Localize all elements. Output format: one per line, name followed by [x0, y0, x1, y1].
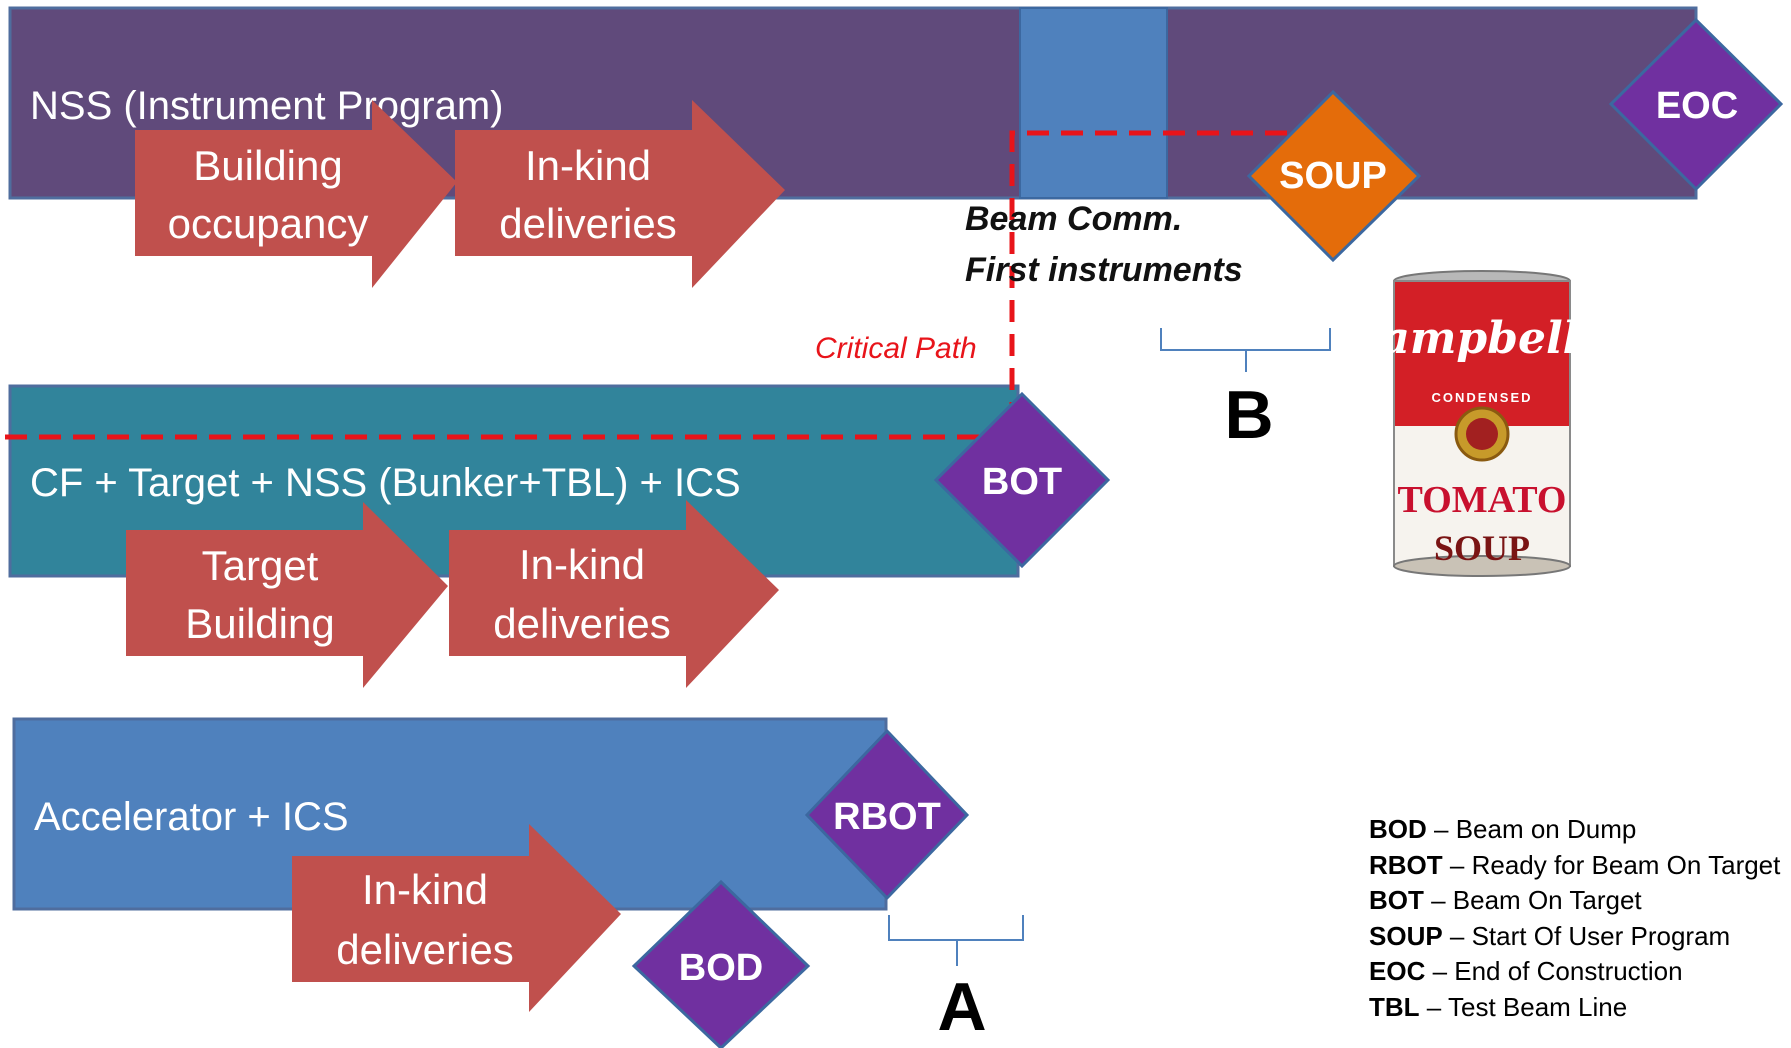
- soup-milestone: SOUP: [1246, 89, 1422, 263]
- brace-b: [1160, 328, 1331, 372]
- arrow-label-line2: deliveries: [336, 926, 513, 973]
- accelerator-bar-label: Accelerator + ICS: [34, 795, 349, 839]
- soup-can-illustration: Campbell's CONDENSED TOMATO SOUP: [1346, 270, 1618, 577]
- legend: BOD – Beam on Dump RBOT – Ready for Beam…: [1369, 812, 1780, 1025]
- rbot-milestone: RBOT: [804, 728, 970, 901]
- legend-abbr: TBL: [1369, 991, 1420, 1022]
- critical-path-label: Critical Path: [815, 332, 977, 365]
- beam-commissioning-block: [1019, 7, 1168, 199]
- first-instruments-note: First instruments: [965, 251, 1243, 289]
- legend-abbr: BOD: [1369, 814, 1427, 844]
- legend-abbr: BOT: [1369, 885, 1424, 915]
- arrow-label-line1: Target: [202, 542, 319, 589]
- nss-inkind-deliveries-arrow: In-kind deliveries: [455, 100, 785, 288]
- legend-row-bot: BOT – Beam On Target: [1369, 883, 1780, 919]
- arrow-label-line2: deliveries: [493, 600, 670, 647]
- legend-text: – Beam On Target: [1423, 885, 1642, 915]
- brace-a: [888, 915, 1024, 966]
- arrow-label-line1: In-kind: [362, 866, 488, 913]
- nss-bar-label: NSS (Instrument Program): [30, 84, 503, 128]
- legend-row-rbot: RBOT – Ready for Beam On Target: [1369, 848, 1780, 884]
- brace-b-label: B: [1224, 377, 1273, 453]
- bod-milestone: BOD: [631, 879, 811, 1048]
- critical-path-line: [5, 130, 1290, 440]
- legend-text: – Ready for Beam On Target: [1442, 849, 1781, 880]
- target-inkind-deliveries-arrow: In-kind deliveries: [449, 500, 779, 688]
- arrow-label-line2: deliveries: [499, 200, 676, 247]
- legend-text: – End of Construction: [1425, 956, 1683, 986]
- legend-row-eoc: EOC – End of Construction: [1369, 954, 1780, 990]
- target-building-arrow: Target Building: [126, 502, 448, 688]
- arrow-label-line2: Building: [185, 600, 334, 647]
- brace-a-label: A: [937, 969, 986, 1045]
- arrow-label-line1: In-kind: [525, 142, 651, 189]
- legend-abbr: SOUP: [1369, 920, 1443, 951]
- can-soup: SOUP: [1434, 528, 1530, 568]
- bot-milestone: BOT: [933, 391, 1111, 569]
- eoc-label: EOC: [1656, 85, 1738, 127]
- legend-row-tbl: TBL – Test Beam Line: [1369, 990, 1780, 1026]
- legend-row-bod: BOD – Beam on Dump: [1369, 812, 1780, 848]
- legend-text: – Start Of User Program: [1442, 920, 1731, 951]
- nss-building-occupancy-arrow: Building occupancy: [135, 100, 457, 288]
- can-brand: Campbell's: [1346, 313, 1617, 364]
- accelerator-inkind-deliveries-arrow: In-kind deliveries: [292, 824, 621, 1012]
- beam-comm-note: Beam Comm.: [965, 200, 1182, 238]
- target-bar-label: CF + Target + NSS (Bunker+TBL) + ICS: [30, 461, 741, 505]
- can-flavor: TOMATO: [1398, 479, 1567, 521]
- arrow-label-line2: occupancy: [168, 200, 369, 247]
- bod-label: BOD: [679, 947, 763, 989]
- arrow-label-line1: In-kind: [519, 541, 645, 588]
- can-condensed: CONDENSED: [1431, 390, 1532, 405]
- legend-text: – Test Beam Line: [1419, 991, 1628, 1022]
- bot-label: BOT: [982, 461, 1062, 503]
- legend-abbr: RBOT: [1369, 849, 1443, 880]
- legend-text: – Beam on Dump: [1426, 814, 1637, 844]
- legend-row-soup: SOUP – Start Of User Program: [1369, 919, 1780, 955]
- legend-abbr: EOC: [1369, 956, 1426, 986]
- rbot-label: RBOT: [833, 796, 941, 838]
- soup-label: SOUP: [1279, 155, 1387, 197]
- eoc-milestone: EOC: [1608, 17, 1784, 192]
- arrow-label-line1: Building: [193, 142, 342, 189]
